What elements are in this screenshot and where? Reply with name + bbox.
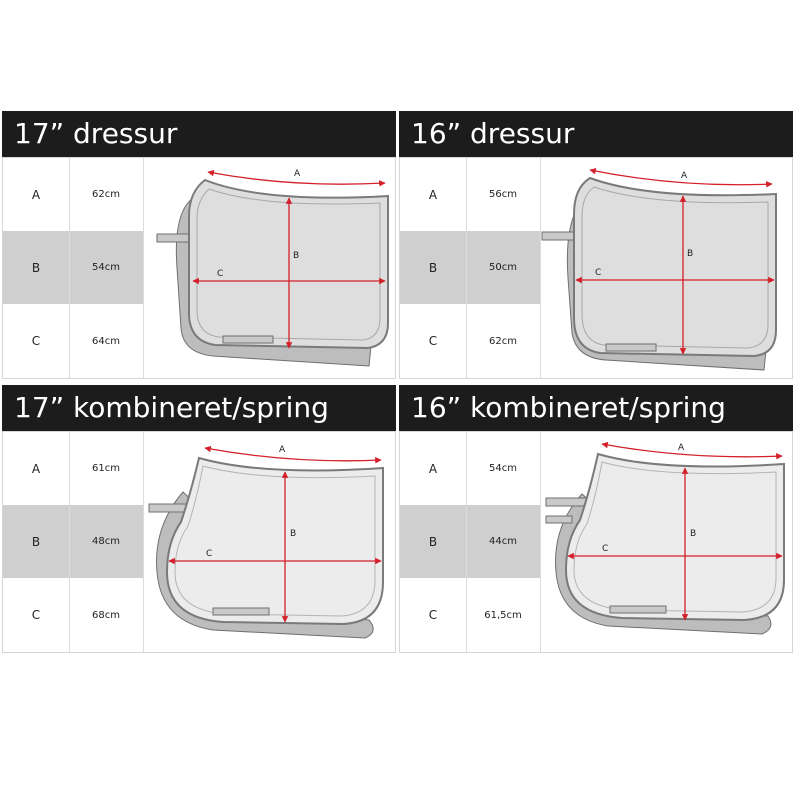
- panel-body: A 54cm B 44cm C 61,5cm: [399, 431, 793, 653]
- panel-title: 17” kombineret/spring: [14, 391, 329, 424]
- label-b: B: [293, 251, 299, 261]
- measure-value: 50cm: [489, 262, 517, 273]
- measure-value: 44cm: [489, 536, 517, 547]
- label-c: C: [602, 544, 608, 554]
- column-divider: [143, 158, 144, 378]
- saddle-pad-diagram: A B C: [545, 441, 785, 635]
- arrow-a: [207, 169, 386, 187]
- size-panel-16-kombineret-spring: 16” kombineret/spring A 54cm B 44cm C 61…: [399, 385, 793, 653]
- measure-letter: A: [428, 461, 438, 476]
- measure-value: 61cm: [92, 463, 120, 474]
- label-c: C: [206, 549, 212, 559]
- label-a: A: [279, 445, 286, 455]
- column-divider: [466, 432, 467, 652]
- measure-row-a: A 56cm: [400, 158, 540, 231]
- arrow-a: [204, 445, 382, 464]
- panel-header: 17” kombineret/spring: [2, 385, 396, 431]
- panel-title: 16” dressur: [411, 117, 575, 150]
- measure-letter: C: [31, 334, 41, 348]
- measure-row-b: B 50cm: [400, 231, 540, 304]
- label-b: B: [687, 249, 693, 259]
- pad-outline: [165, 456, 384, 626]
- label-a: A: [678, 443, 685, 453]
- measure-row-c: C 61,5cm: [400, 578, 540, 652]
- velcro-strap: [609, 605, 667, 614]
- label-a: A: [681, 171, 688, 181]
- measure-value: 54cm: [92, 262, 120, 273]
- measure-row-c: C 64cm: [3, 304, 143, 378]
- measure-value: 68cm: [92, 609, 120, 621]
- panel-body: A 62cm B 54cm C 64cm A: [2, 157, 396, 379]
- measure-row-b: B 44cm: [400, 505, 540, 578]
- measure-letter: B: [31, 260, 41, 275]
- measure-letter: B: [428, 534, 438, 549]
- arrow-a: [589, 167, 773, 188]
- panel-header: 17” dressur: [2, 111, 396, 157]
- measure-row-c: C 68cm: [3, 578, 143, 652]
- measure-row-a: A 54cm: [400, 432, 540, 505]
- panel-header: 16” dressur: [399, 111, 793, 157]
- size-panel-16-dressur: 16” dressur A 56cm B 50cm C 62cm: [399, 111, 793, 379]
- arrow-a: [601, 441, 783, 460]
- measure-value: 62cm: [489, 335, 517, 347]
- panel-title: 17” dressur: [14, 117, 178, 150]
- velcro-strap: [212, 607, 270, 616]
- label-b: B: [690, 529, 696, 539]
- panel-body: A 61cm B 48cm C 68cm A: [2, 431, 396, 653]
- column-divider: [540, 158, 541, 378]
- column-divider: [143, 432, 144, 652]
- measure-value: 62cm: [92, 189, 120, 200]
- label-b: B: [290, 529, 296, 539]
- measure-row-c: C 62cm: [400, 304, 540, 378]
- measure-letter: A: [31, 187, 41, 202]
- girth-strap: [545, 515, 573, 524]
- measure-value: 56cm: [489, 189, 517, 200]
- measure-value: 61,5cm: [484, 609, 522, 621]
- measure-letter: B: [428, 260, 438, 275]
- saddle-pad-diagram: A B C: [148, 445, 384, 639]
- size-panel-17-dressur: 17” dressur A 62cm B 54cm C 64cm: [2, 111, 396, 379]
- column-divider: [69, 158, 70, 378]
- label-a: A: [294, 169, 301, 179]
- measure-letter: C: [428, 608, 438, 622]
- pad-outline: [564, 452, 785, 622]
- velcro-strap: [605, 343, 657, 352]
- panel-body: A 56cm B 50cm C 62cm A: [399, 157, 793, 379]
- column-divider: [466, 158, 467, 378]
- measure-letter: A: [31, 461, 41, 476]
- panel-header: 16” kombineret/spring: [399, 385, 793, 431]
- measure-letter: C: [428, 334, 438, 348]
- measure-row-b: B 48cm: [3, 505, 143, 578]
- measure-value: 48cm: [92, 536, 120, 547]
- column-divider: [69, 432, 70, 652]
- measure-row-b: B 54cm: [3, 231, 143, 304]
- measure-row-a: A 61cm: [3, 432, 143, 505]
- panel-title: 16” kombineret/spring: [411, 391, 726, 424]
- saddle-pad-diagram: A B C: [541, 167, 777, 371]
- measure-letter: C: [31, 608, 41, 622]
- measure-letter: A: [428, 187, 438, 202]
- label-c: C: [595, 268, 601, 278]
- size-panel-17-kombineret-spring: 17” kombineret/spring A 61cm B 48cm C 68…: [2, 385, 396, 653]
- label-c: C: [217, 269, 223, 279]
- column-divider: [540, 432, 541, 652]
- velcro-strap: [222, 335, 274, 344]
- measure-letter: B: [31, 534, 41, 549]
- saddle-pad-diagram: A B C: [156, 169, 389, 367]
- measure-value: 54cm: [489, 463, 517, 474]
- pad-outline: [573, 176, 777, 358]
- measure-row-a: A 62cm: [3, 158, 143, 231]
- measure-value: 64cm: [92, 335, 120, 347]
